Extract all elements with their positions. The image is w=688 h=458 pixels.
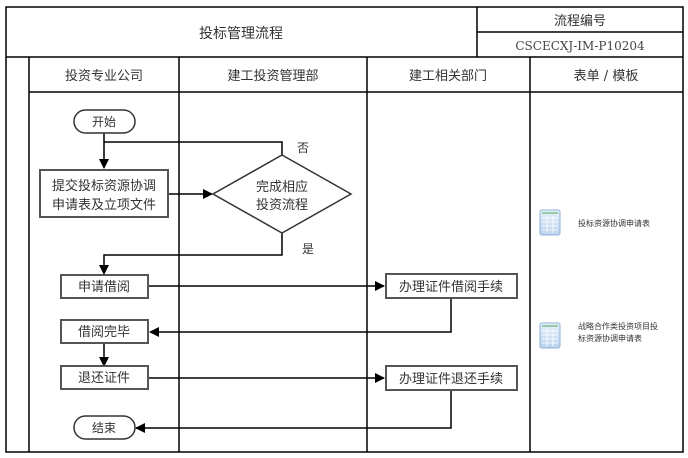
node-handle-borrow[interactable]: 办理证件借阅手续	[385, 273, 518, 299]
arrow-handle-borrow-to-done	[149, 298, 452, 337]
node-apply-borrow-label: 申请借阅	[78, 280, 130, 295]
arrow-handle-return-to-end	[135, 390, 452, 433]
node-end[interactable]: 结束	[73, 415, 136, 440]
label-no: 否	[297, 141, 309, 155]
arrow-decision-yes	[99, 233, 283, 275]
node-start-label: 开始	[92, 115, 116, 129]
node-return-certificate[interactable]: 退还证件	[60, 365, 149, 390]
node-submit-line1: 提交投标资源协调	[52, 178, 156, 194]
node-end-label: 结束	[92, 421, 116, 435]
label-yes: 是	[302, 242, 314, 256]
node-apply-borrow[interactable]: 申请借阅	[60, 274, 149, 299]
form-strategic-name-line1: 战略合作类投资项目投	[578, 321, 658, 331]
connectors	[99, 133, 452, 433]
lane-header-investment-management: 建工投资管理部	[227, 68, 318, 84]
node-start[interactable]: 开始	[73, 109, 136, 134]
node-decision-line2: 投资流程	[256, 197, 308, 213]
spreadsheet-icon	[539, 322, 561, 349]
node-submit-application[interactable]: 提交投标资源协调 申请表及立项文件	[39, 169, 169, 218]
node-handle-return[interactable]: 办理证件退还手续	[385, 365, 518, 391]
table-frame	[5, 6, 684, 453]
process-code-label: 流程编号	[554, 14, 606, 29]
node-handle-return-label: 办理证件退还手续	[399, 372, 503, 387]
node-decision[interactable]: 完成相应 投资流程	[211, 154, 353, 234]
node-borrow-done-label: 借阅完毕	[78, 325, 130, 340]
line-decision-no	[104, 141, 283, 155]
form-strategic-name-line2: 标资源协调申请表	[578, 333, 642, 343]
node-submit-line2: 申请表及立项文件	[52, 198, 156, 213]
node-decision-line1: 完成相应	[256, 179, 308, 195]
node-handle-borrow-label: 办理证件借阅手续	[399, 280, 503, 295]
form-item-strategic-application[interactable]: 战略合作类投资项目投 标资源协调申请表	[539, 321, 658, 349]
process-title: 投标管理流程	[199, 26, 283, 42]
node-return-certificate-label: 退还证件	[78, 371, 130, 386]
lane-header-investment-company: 投资专业公司	[65, 68, 143, 84]
process-code-value: CSCECXJ-IM-P10204	[515, 39, 645, 53]
lane-header-forms: 表单 / 模板	[574, 69, 639, 84]
form-application-name: 投标资源协调申请表	[578, 218, 650, 228]
spreadsheet-icon	[539, 209, 561, 236]
form-item-application[interactable]: 投标资源协调申请表	[539, 209, 650, 236]
lane-header-related-departments: 建工相关部门	[409, 69, 487, 84]
node-borrow-done[interactable]: 借阅完毕	[60, 319, 149, 344]
